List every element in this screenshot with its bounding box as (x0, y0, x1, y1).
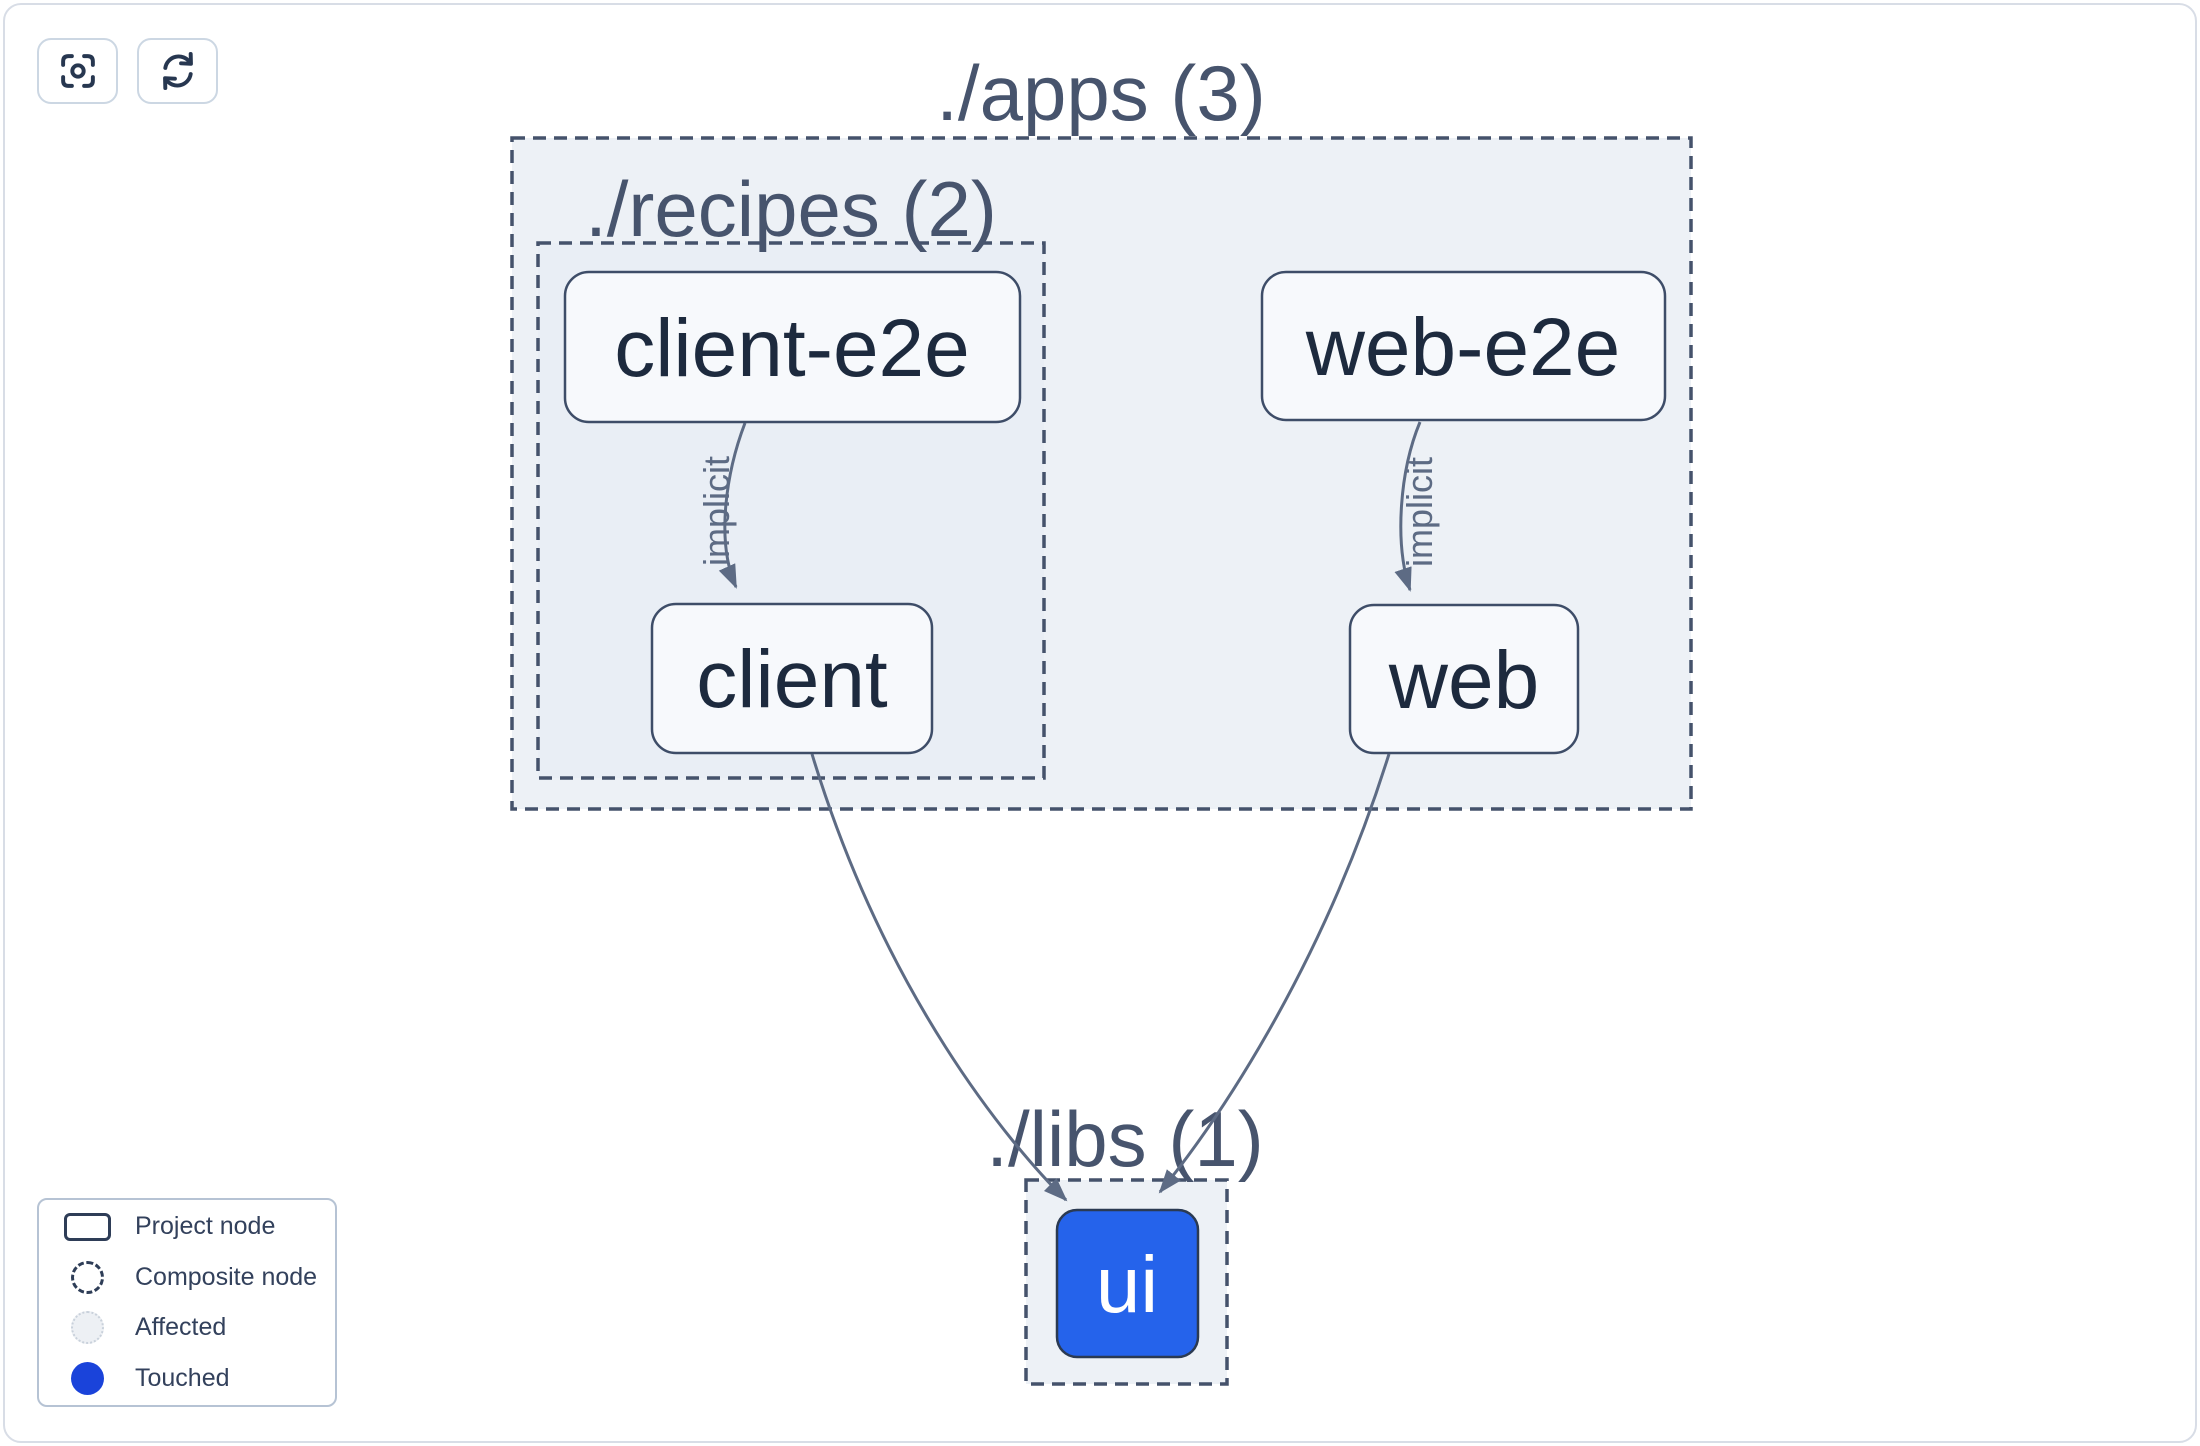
edge-label-implicit-client: implicit (696, 456, 737, 566)
node-web-e2e[interactable] (1260, 270, 1667, 422)
legend-item-affected: Affected (39, 1304, 335, 1351)
composite-node-swatch (70, 1260, 104, 1294)
edge-web-to-ui[interactable] (1158, 753, 1391, 1194)
group-label-libs: ./libs (1) (986, 1095, 1263, 1183)
legend-label: Touched (135, 1363, 230, 1392)
node-label-client-e2e: client-e2e (614, 303, 970, 394)
edge-web-e2e-to-web[interactable] (1394, 421, 1422, 592)
legend-panel: Project node Composite node Affected Tou… (37, 1198, 337, 1407)
node-label-web: web (1388, 635, 1539, 726)
edge-client-e2e-to-client[interactable] (718, 422, 747, 589)
focus-scan-icon (57, 50, 99, 92)
legend-item-touched: Touched (39, 1355, 335, 1402)
node-label-web-e2e: web-e2e (1305, 302, 1621, 393)
legend-item-project-node: Project node (39, 1203, 335, 1250)
touched-swatch (70, 1361, 104, 1395)
refresh-icon (157, 50, 199, 92)
affected-swatch (70, 1311, 104, 1345)
legend-label: Affected (135, 1313, 227, 1342)
project-node-swatch (63, 1212, 111, 1241)
group-label-recipes: ./recipes (2) (585, 165, 997, 253)
node-client-e2e[interactable] (563, 270, 1022, 424)
zoom-to-fit-button[interactable] (37, 38, 118, 104)
refresh-button[interactable] (137, 38, 218, 104)
node-label-client: client (696, 634, 888, 725)
node-client[interactable] (650, 602, 934, 755)
edge-label-implicit-web: implicit (1399, 457, 1440, 567)
node-ui[interactable] (1055, 1208, 1200, 1359)
group-label-apps: ./apps (3) (936, 49, 1265, 137)
legend-label: Composite node (135, 1262, 318, 1291)
legend-label: Project node (135, 1212, 276, 1241)
node-web[interactable] (1348, 603, 1580, 755)
edge-client-to-ui[interactable] (810, 753, 1068, 1202)
legend-item-composite-node: Composite node (39, 1254, 335, 1301)
node-label-ui: ui (1096, 1240, 1158, 1329)
